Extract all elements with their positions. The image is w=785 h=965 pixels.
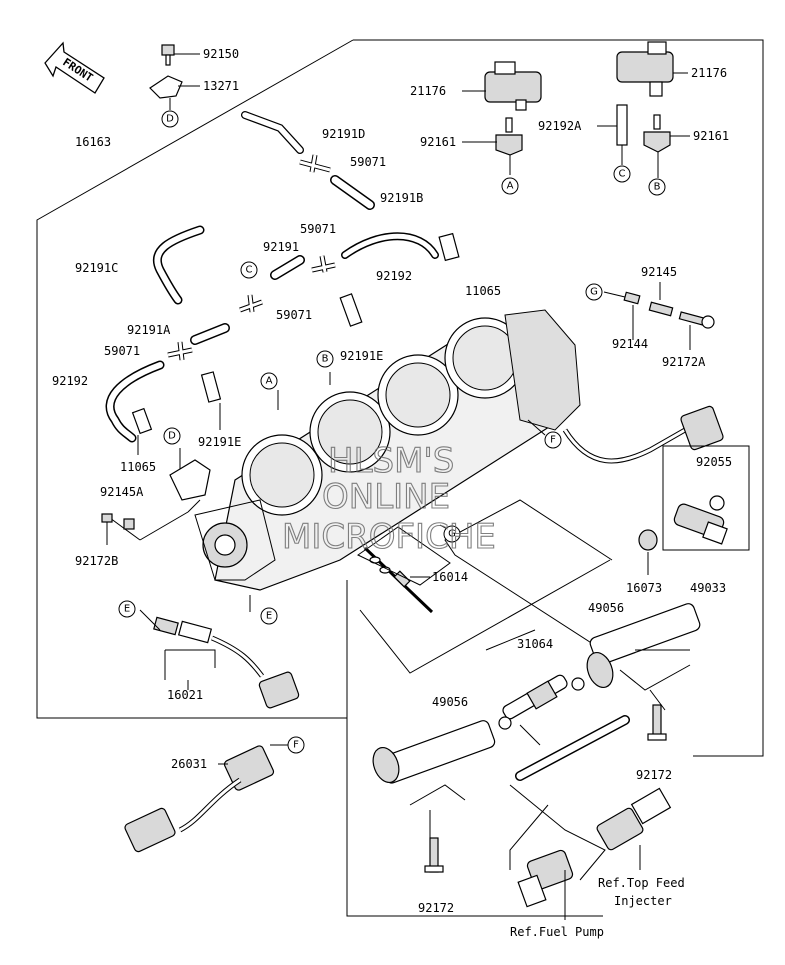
callout-F2: F [293,740,299,751]
label-16021: 16021 [167,688,203,702]
label-92192-left: 92192 [52,374,88,388]
label-92172-right: 92172 [636,768,672,782]
label-16073: 16073 [626,581,662,595]
pipe-31064 [498,674,630,781]
watermark-line2: ONLINE [322,477,450,517]
part-labels: 92150 13271 16163 92191D 59071 92191B 21… [52,47,732,915]
label-59071-left: 59071 [104,344,140,358]
label-59071-mid: 59071 [276,308,312,322]
sensor-16021 [153,616,300,709]
callout-F1: F [550,435,556,446]
screw-92172-right [647,704,667,741]
label-92144: 92144 [612,337,648,351]
sensor-49033 [673,503,728,545]
label-92150: 92150 [203,47,239,61]
pressure-sensor-21176-right [616,41,674,97]
label-16014: 16014 [432,570,468,584]
label-92161-right: 92161 [693,129,729,143]
label-49056-left: 49056 [432,695,468,709]
bracket-13271 [149,75,183,99]
label-92191E-upper: 92191E [340,349,383,363]
ref-top-feed-line2: Injecter [614,894,672,908]
callout-A2: A [266,376,273,387]
callout-markers: D A C B C G B A D F G E E F [118,110,666,754]
callout-C1: C [619,169,626,180]
cap-16073 [638,529,658,551]
callout-B2: B [322,354,329,365]
tee-59071-top [299,154,331,173]
label-92191B: 92191B [380,191,423,205]
label-92172A: 92172A [662,355,706,369]
callout-C2: C [246,265,253,276]
label-92172-left: 92172 [418,901,454,915]
harness-26031 [124,745,275,853]
label-21176-left: 21176 [410,84,446,98]
front-arrow: FRONT [44,41,105,94]
callout-D2: D [168,431,176,442]
screws-92144-92145 [623,291,715,329]
top-feed-injector-connector [596,787,672,851]
label-92191A: 92191A [127,323,171,337]
label-13271: 13271 [203,79,239,93]
assembly-frame [36,39,764,917]
label-92145A: 92145A [100,485,144,499]
label-92161-left: 92161 [420,135,456,149]
label-92145: 92145 [641,265,677,279]
fuel-delivery-49056-left [372,720,496,784]
label-31064: 31064 [517,637,553,651]
pressure-sensor-21176-left [484,61,542,111]
watermark: HLSM'S ONLINE MICROFICHE [281,440,496,557]
label-59071-upper: 59071 [300,222,336,236]
idle-screw-16014 [363,546,434,614]
callout-G1: G [590,287,598,298]
label-11065-lower: 11065 [120,460,156,474]
joint-92161-left [495,117,523,156]
label-92172B: 92172B [75,554,118,568]
label-92191E-lower: 92191E [198,435,241,449]
label-11065-upper: 11065 [465,284,501,298]
label-26031: 26031 [171,757,207,771]
label-49033: 49033 [690,581,726,595]
callout-E1: E [266,611,272,622]
throttle-body-assembly [194,309,581,591]
ref-fuel-pump: Ref.Fuel Pump [510,925,604,939]
bolt-92150 [161,44,175,66]
callout-D1: D [166,114,174,125]
label-92191D: 92191D [322,127,365,141]
screw-92172-left [424,837,444,873]
label-92192-upper: 92192 [376,269,412,283]
ref-top-feed-line1: Ref.Top Feed [598,876,685,890]
sensor-49033-box [662,445,750,551]
label-59071-top: 59071 [350,155,386,169]
label-92191C: 92191C [75,261,118,275]
joint-92161-right [643,114,671,153]
hose-92192A [616,104,628,146]
callout-B1: B [654,182,661,193]
label-92055: 92055 [696,455,732,469]
callout-A1: A [507,181,514,192]
callout-G2: G [448,529,456,540]
label-21176-right: 21176 [691,66,727,80]
label-92191: 92191 [263,240,299,254]
callout-E2: E [124,604,130,615]
watermark-line1: HLSM'S [328,441,454,481]
fuel-pump-connector [517,849,574,908]
label-16163: 16163 [75,135,111,149]
label-49056-right: 49056 [588,601,624,615]
fuel-delivery-49056-right [586,603,701,689]
watermark-line3: MICROFICHE [282,517,496,557]
label-92192A: 92192A [538,119,582,133]
